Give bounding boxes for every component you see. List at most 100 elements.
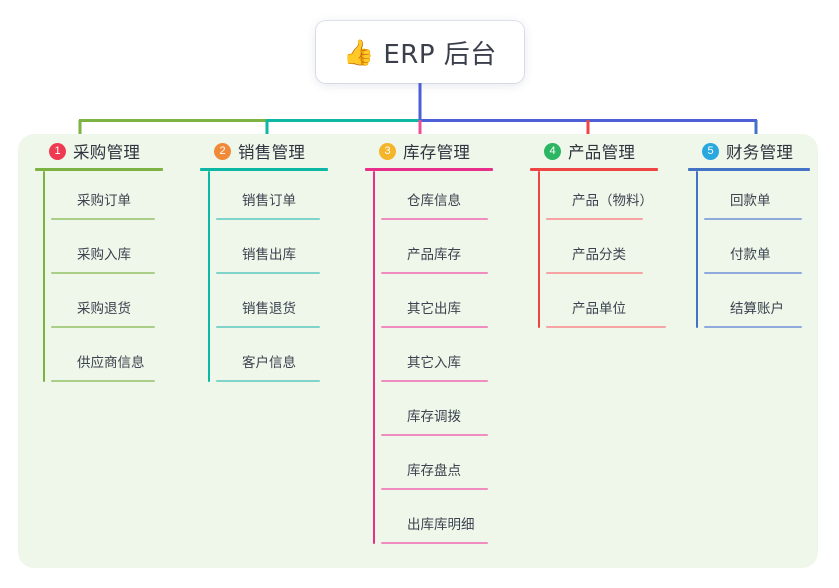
leaf-rule [51,326,155,328]
branch-header[interactable]: 3 库存管理 [365,134,530,168]
leaf-item[interactable]: 产品（物料） [546,171,695,225]
leaf-label: 客户信息 [242,355,296,371]
branch-title: 财务管理 [726,143,794,162]
leaf-rule [51,218,155,220]
leaf-label: 仓库信息 [407,193,461,209]
diagram-panel [18,134,818,568]
leaf-label: 回款单 [730,193,771,209]
branch-number-badge: 2 [214,142,231,160]
leaf-label: 其它入库 [407,355,461,371]
leaf-label: 其它出库 [407,301,461,317]
leaf-item[interactable]: 供应商信息 [51,333,200,387]
leaf-rule [381,434,488,436]
leaf-label: 采购订单 [77,193,131,209]
leaf-rule [381,218,488,220]
leaf-item[interactable]: 出库库明细 [381,495,530,549]
leaf-rule [51,272,155,274]
branch-header[interactable]: 5 财务管理 [688,134,838,168]
branch-spine [538,171,540,328]
leaf-item[interactable]: 客户信息 [216,333,365,387]
branch-rule [365,168,493,171]
branch-number-badge: 1 [49,142,66,160]
branch-rule [200,168,328,171]
leaf-item[interactable]: 销售订单 [216,171,365,225]
leaf-label: 库存盘点 [407,463,461,479]
branch-title: 产品管理 [568,143,636,162]
leaf-rule [704,218,802,220]
branch-title: 采购管理 [73,143,141,162]
branch-column-finance[interactable]: 5 财务管理 回款单 付款单 结算账户 [688,134,838,333]
branch-rule [688,168,810,171]
leaf-label: 销售订单 [242,193,296,209]
branch-number-badge: 3 [379,142,396,160]
leaf-rule [216,380,320,382]
branch-items: 产品（物料） 产品分类 产品单位 [530,171,695,333]
branch-title: 库存管理 [403,143,471,162]
branch-column-inventory[interactable]: 3 库存管理 仓库信息 产品库存 其它出库 其它入库 库存调拨 [365,134,530,549]
thumbs-up-icon: 👍 [343,38,375,67]
leaf-rule [381,542,488,544]
leaf-item[interactable]: 结算账户 [704,279,838,333]
branch-spine [208,171,210,382]
branch-header[interactable]: 1 采购管理 [35,134,200,168]
branch-column-purchasing[interactable]: 1 采购管理 采购订单 采购入库 采购退货 供应商信息 [35,134,200,387]
leaf-label: 出库库明细 [407,517,475,533]
leaf-rule [216,218,320,220]
branch-header[interactable]: 2 销售管理 [200,134,365,168]
leaf-label: 销售出库 [242,247,296,263]
leaf-label: 付款单 [730,247,771,263]
branch-spine [373,171,375,544]
leaf-item[interactable]: 回款单 [704,171,838,225]
branch-header[interactable]: 4 产品管理 [530,134,695,168]
leaf-item[interactable]: 库存调拨 [381,387,530,441]
branch-items: 采购订单 采购入库 采购退货 供应商信息 [35,171,200,387]
leaf-rule [381,272,488,274]
leaf-rule [216,272,320,274]
leaf-item[interactable]: 付款单 [704,225,838,279]
columns-container: 1 采购管理 采购订单 采购入库 采购退货 供应商信息 [18,134,818,568]
branch-title: 销售管理 [238,143,306,162]
leaf-label: 产品（物料） [572,193,653,209]
leaf-rule [381,380,488,382]
leaf-item[interactable]: 采购入库 [51,225,200,279]
leaf-item[interactable]: 销售出库 [216,225,365,279]
leaf-item[interactable]: 其它入库 [381,333,530,387]
leaf-item[interactable]: 销售退货 [216,279,365,333]
leaf-item[interactable]: 产品单位 [546,279,695,333]
root-title: ERP 后台 [383,39,497,70]
leaf-rule [546,218,643,220]
branch-items: 仓库信息 产品库存 其它出库 其它入库 库存调拨 库存盘点 [365,171,530,549]
leaf-rule [546,326,666,328]
leaf-label: 产品库存 [407,247,461,263]
branch-rule [35,168,163,171]
leaf-item[interactable]: 仓库信息 [381,171,530,225]
leaf-label: 产品分类 [572,247,626,263]
leaf-rule [216,326,320,328]
leaf-item[interactable]: 采购退货 [51,279,200,333]
branch-column-product[interactable]: 4 产品管理 产品（物料） 产品分类 产品单位 [530,134,695,333]
leaf-label: 销售退货 [242,301,296,317]
leaf-label: 结算账户 [730,301,784,317]
leaf-rule [704,272,802,274]
leaf-item[interactable]: 产品分类 [546,225,695,279]
leaf-item[interactable]: 库存盘点 [381,441,530,495]
root-node[interactable]: 👍 ERP 后台 [316,21,524,83]
leaf-label: 产品单位 [572,301,626,317]
branch-number-badge: 5 [702,142,719,160]
leaf-label: 供应商信息 [77,355,145,371]
leaf-rule [546,272,643,274]
branch-spine [696,171,698,328]
leaf-rule [381,326,488,328]
branch-items: 回款单 付款单 结算账户 [688,171,838,333]
leaf-label: 采购退货 [77,301,131,317]
branch-items: 销售订单 销售出库 销售退货 客户信息 [200,171,365,387]
leaf-label: 库存调拨 [407,409,461,425]
branch-spine [43,171,45,382]
leaf-item[interactable]: 产品库存 [381,225,530,279]
branch-number-badge: 4 [544,142,561,160]
leaf-item[interactable]: 采购订单 [51,171,200,225]
leaf-label: 采购入库 [77,247,131,263]
branch-column-sales[interactable]: 2 销售管理 销售订单 销售出库 销售退货 客户信息 [200,134,365,387]
leaf-item[interactable]: 其它出库 [381,279,530,333]
leaf-rule [381,488,488,490]
